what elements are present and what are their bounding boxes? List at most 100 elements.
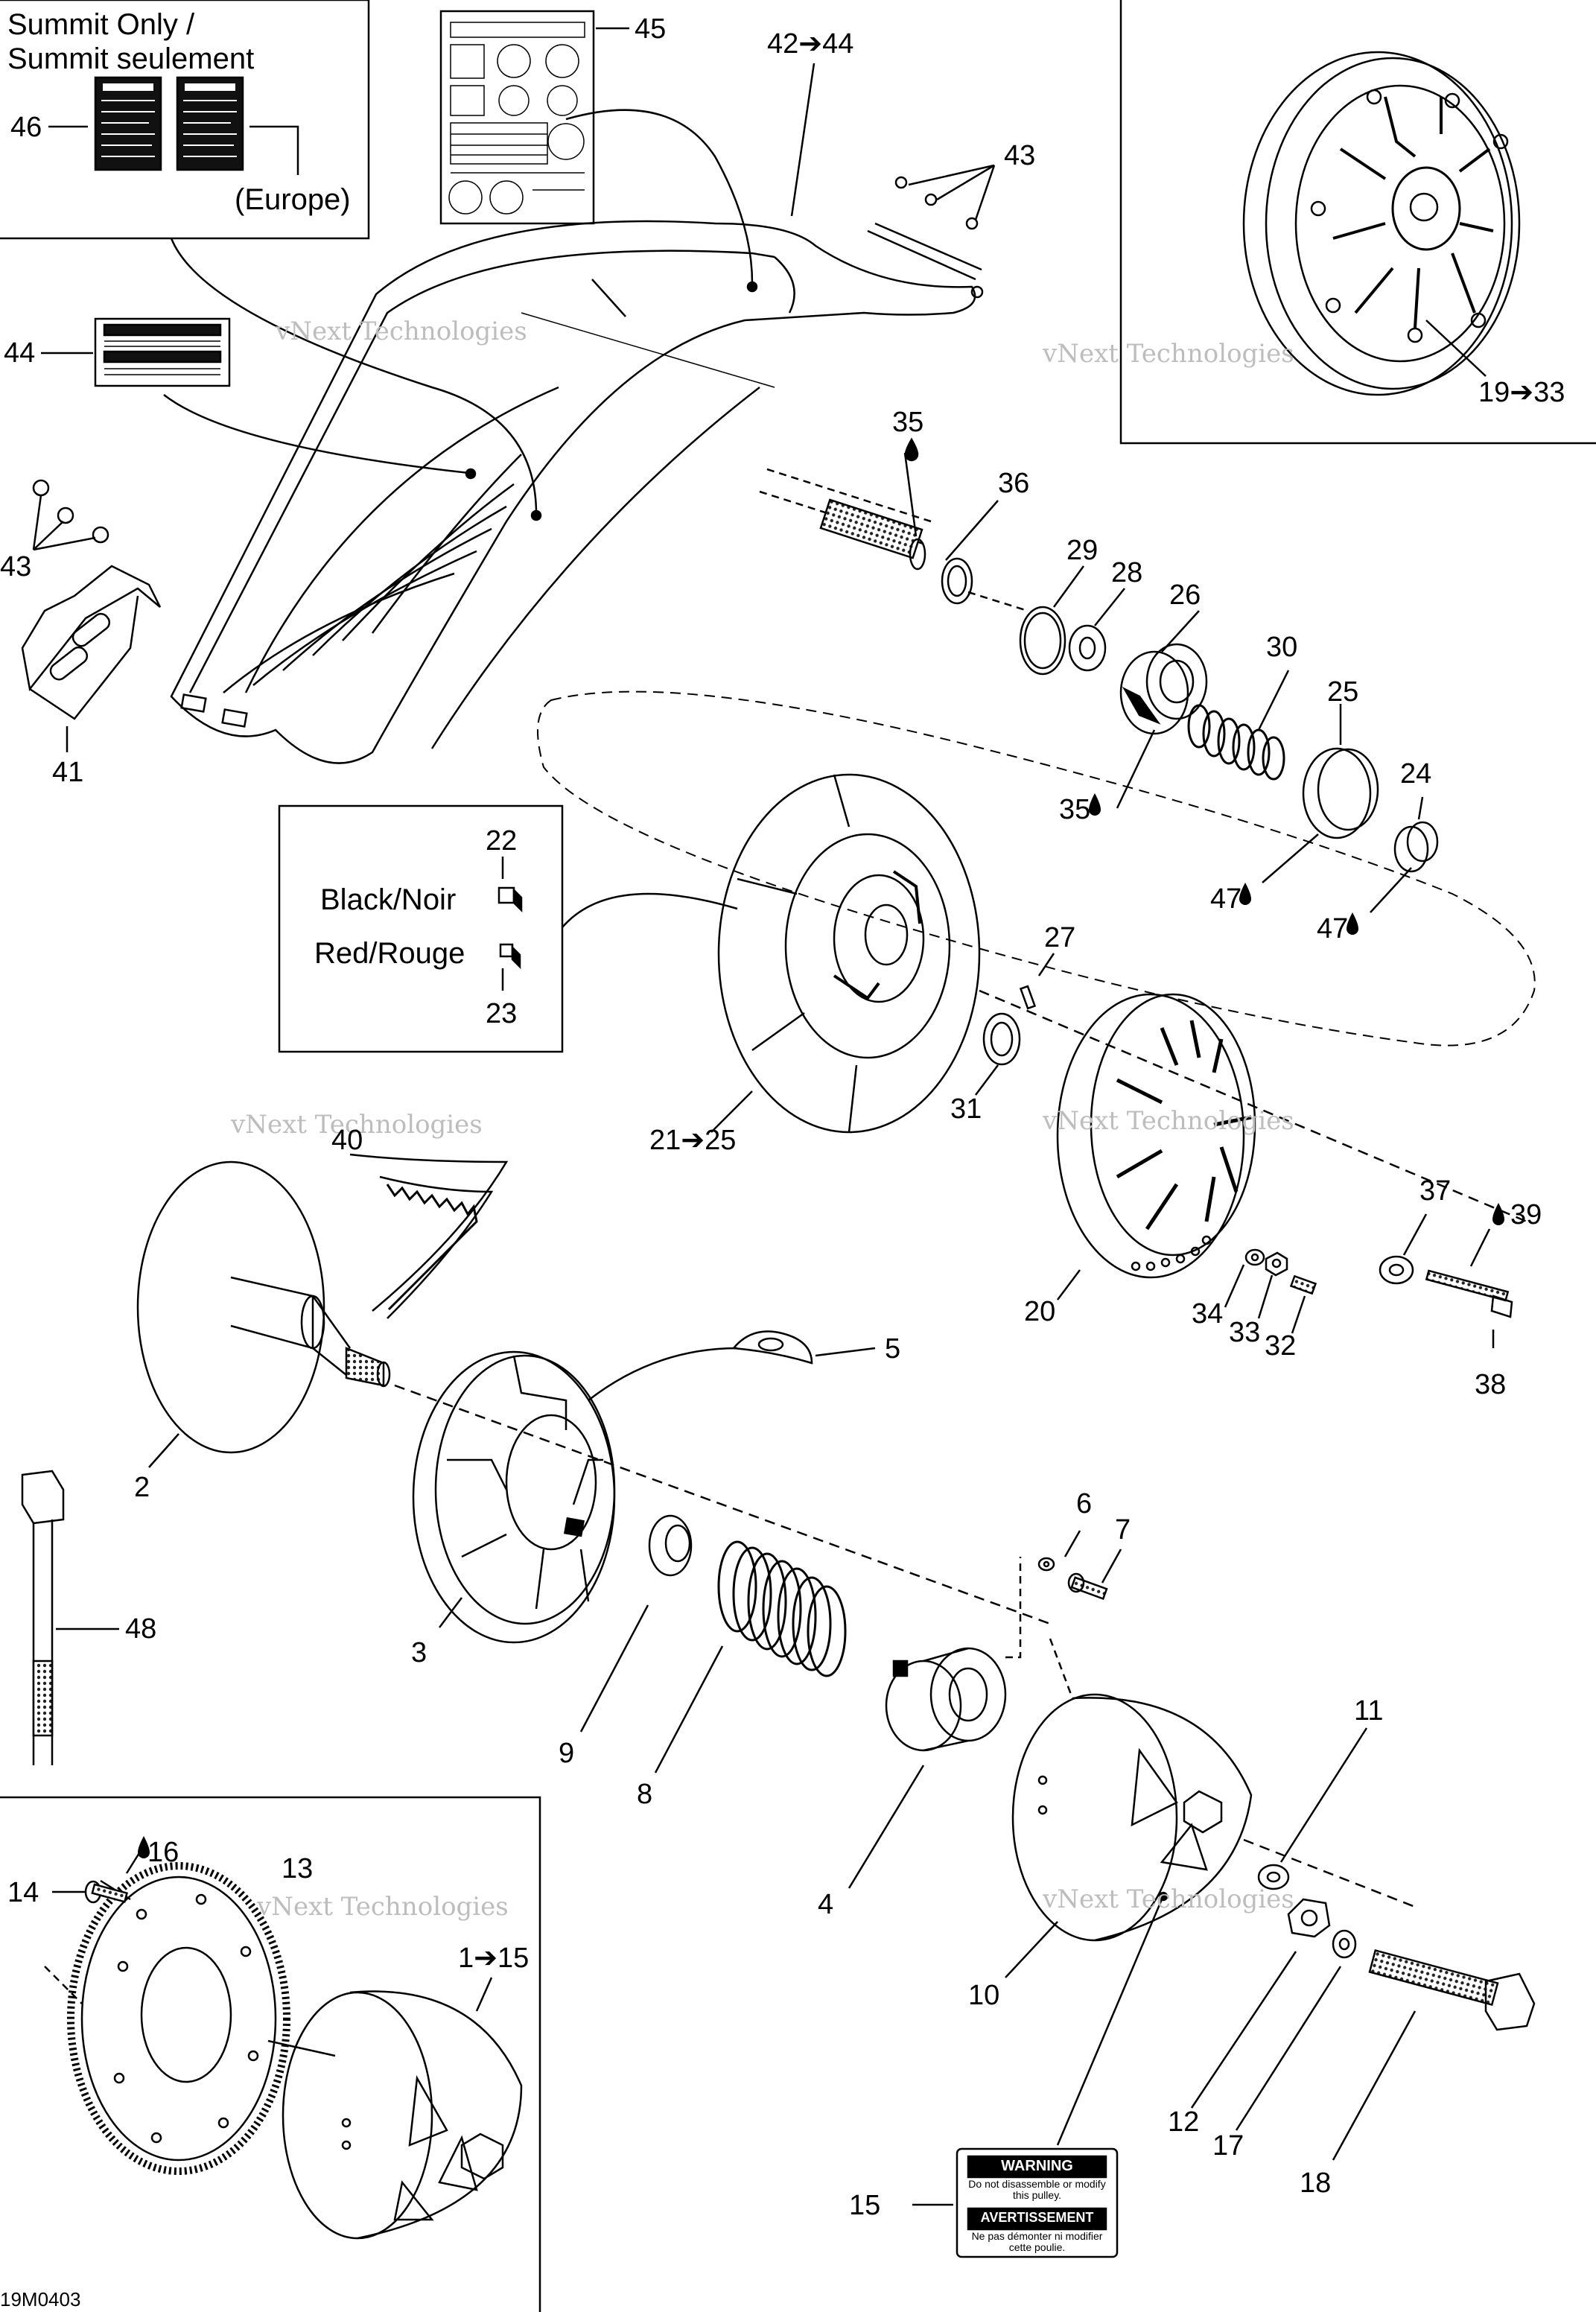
callout-35-top: 35	[892, 407, 924, 438]
leader-19-33	[1425, 320, 1487, 377]
watermark-4-line1: vNext Technologies	[1043, 1106, 1294, 1136]
callout-2: 2	[134, 1472, 150, 1503]
spring-8	[717, 1540, 847, 1677]
bolt-18	[1368, 1949, 1536, 2031]
axis-lower	[394, 1384, 1051, 1625]
callout-8: 8	[637, 1779, 653, 1810]
leader-11	[1279, 1727, 1368, 1863]
watermark-1: vNext Technologies	[276, 317, 527, 346]
callout-25: 25	[1327, 676, 1359, 708]
callout-5: 5	[885, 1333, 901, 1365]
dashed-6-7	[1005, 1557, 1022, 1659]
leader-15-cover	[1056, 1899, 1163, 2146]
watermark-3-line1: vNext Technologies	[231, 1110, 483, 1140]
watermark-5: vNext Technologies	[257, 1892, 509, 1922]
pin-22	[497, 886, 523, 913]
bracket-41	[21, 565, 162, 752]
watermark-5-line1: vNext Technologies	[257, 1892, 509, 1922]
drop-47a	[1239, 883, 1251, 905]
callout-12: 12	[1168, 2106, 1200, 2138]
decal-44	[94, 317, 231, 387]
belt-guard	[170, 220, 984, 764]
drop-47b	[1347, 912, 1358, 935]
pin-27	[1019, 985, 1037, 1010]
callout-37: 37	[1419, 1175, 1452, 1207]
leader-32	[1291, 1295, 1306, 1334]
callout-35-lower: 35	[1059, 794, 1091, 825]
drop-35a	[904, 437, 919, 462]
leader-24	[1417, 796, 1424, 820]
leader-13-pulley	[267, 2039, 336, 2057]
leader-2	[148, 1433, 179, 1468]
drive-pulley-1-15	[282, 1990, 523, 2240]
callout-38: 38	[1475, 1369, 1507, 1400]
pulley-cover-10	[1011, 1693, 1253, 1942]
red-rouge-label: Red/Rouge	[314, 937, 465, 970]
black-noir-label: Black/Noir	[320, 883, 457, 916]
drop-35b	[1089, 793, 1101, 816]
callout-7: 7	[1115, 1514, 1131, 1546]
callout-33: 33	[1229, 1317, 1261, 1348]
secondary-pulley-19-33	[1242, 51, 1521, 396]
callout-39: 39	[1510, 1199, 1542, 1230]
pin-23	[499, 943, 521, 970]
washer-9	[648, 1514, 693, 1577]
callout-26: 26	[1169, 579, 1201, 611]
callout-27: 27	[1044, 922, 1076, 953]
snap-ring-29	[1019, 606, 1066, 676]
washer-11	[1257, 1864, 1290, 1890]
spring-30	[1187, 704, 1285, 781]
callout-48: 48	[125, 1613, 157, 1645]
washer-17	[1332, 1929, 1357, 1959]
callout-22: 22	[486, 825, 518, 857]
callout-47-b: 47	[1317, 913, 1349, 944]
callout-1-15: 1➔15	[458, 1943, 530, 1974]
callout-17: 17	[1212, 2130, 1244, 2162]
roller-5	[731, 1330, 813, 1365]
washer-6	[1037, 1557, 1055, 1572]
leader-7	[1101, 1549, 1122, 1584]
leader-color-box	[562, 892, 738, 928]
callout-9: 9	[559, 1738, 575, 1769]
callout-45: 45	[635, 13, 667, 45]
nuts-43-left	[32, 479, 109, 551]
cam-26	[1119, 643, 1208, 735]
callout-24: 24	[1400, 758, 1432, 790]
leader-5-sheave	[588, 1347, 738, 1401]
watermark-2: vNext Technologies	[1043, 339, 1294, 369]
bolt-48	[21, 1470, 65, 1765]
summit-only-label: Summit Only / Summit seulement	[7, 7, 254, 76]
summit-only-line1: Summit Only /	[7, 8, 195, 41]
fixed-sheave-2	[136, 1160, 391, 1454]
avertissement-text: Ne pas démonter ni modifier cette poulie…	[971, 2230, 1103, 2254]
leader-35b	[1116, 729, 1156, 809]
leader-26	[1161, 610, 1200, 652]
callout-43-left: 43	[0, 551, 32, 582]
summit-only-line2: Summit seulement	[7, 42, 255, 75]
leader-33	[1257, 1274, 1274, 1319]
drop-39	[1492, 1203, 1504, 1225]
callout-29: 29	[1066, 535, 1099, 566]
leader-34	[1224, 1264, 1245, 1308]
callout-21-25: 21➔25	[649, 1125, 737, 1156]
drawing-code: 19M0403	[0, 2288, 81, 2311]
washer-28	[1068, 624, 1107, 672]
ring-36	[941, 557, 973, 605]
callout-42-44: 42➔44	[767, 28, 854, 60]
callout-41: 41	[52, 757, 84, 788]
leader-47b	[1370, 867, 1412, 913]
europe-label: (Europe)	[235, 183, 351, 216]
callout-46: 46	[10, 112, 42, 143]
spider-4	[885, 1647, 1007, 1752]
nut-12	[1287, 1898, 1331, 1938]
bushing-24	[1393, 821, 1439, 873]
axis-upper	[979, 989, 1527, 1223]
watermark-4: vNext Technologies	[1043, 1106, 1294, 1136]
watermark-3: vNext Technologies	[231, 1110, 483, 1140]
nut-33	[1265, 1251, 1288, 1277]
callout-19-33: 19➔33	[1478, 377, 1565, 408]
ring-25	[1302, 747, 1379, 839]
callout-44: 44	[4, 337, 36, 369]
decal-46-left	[94, 76, 162, 171]
callout-40: 40	[331, 1125, 363, 1156]
